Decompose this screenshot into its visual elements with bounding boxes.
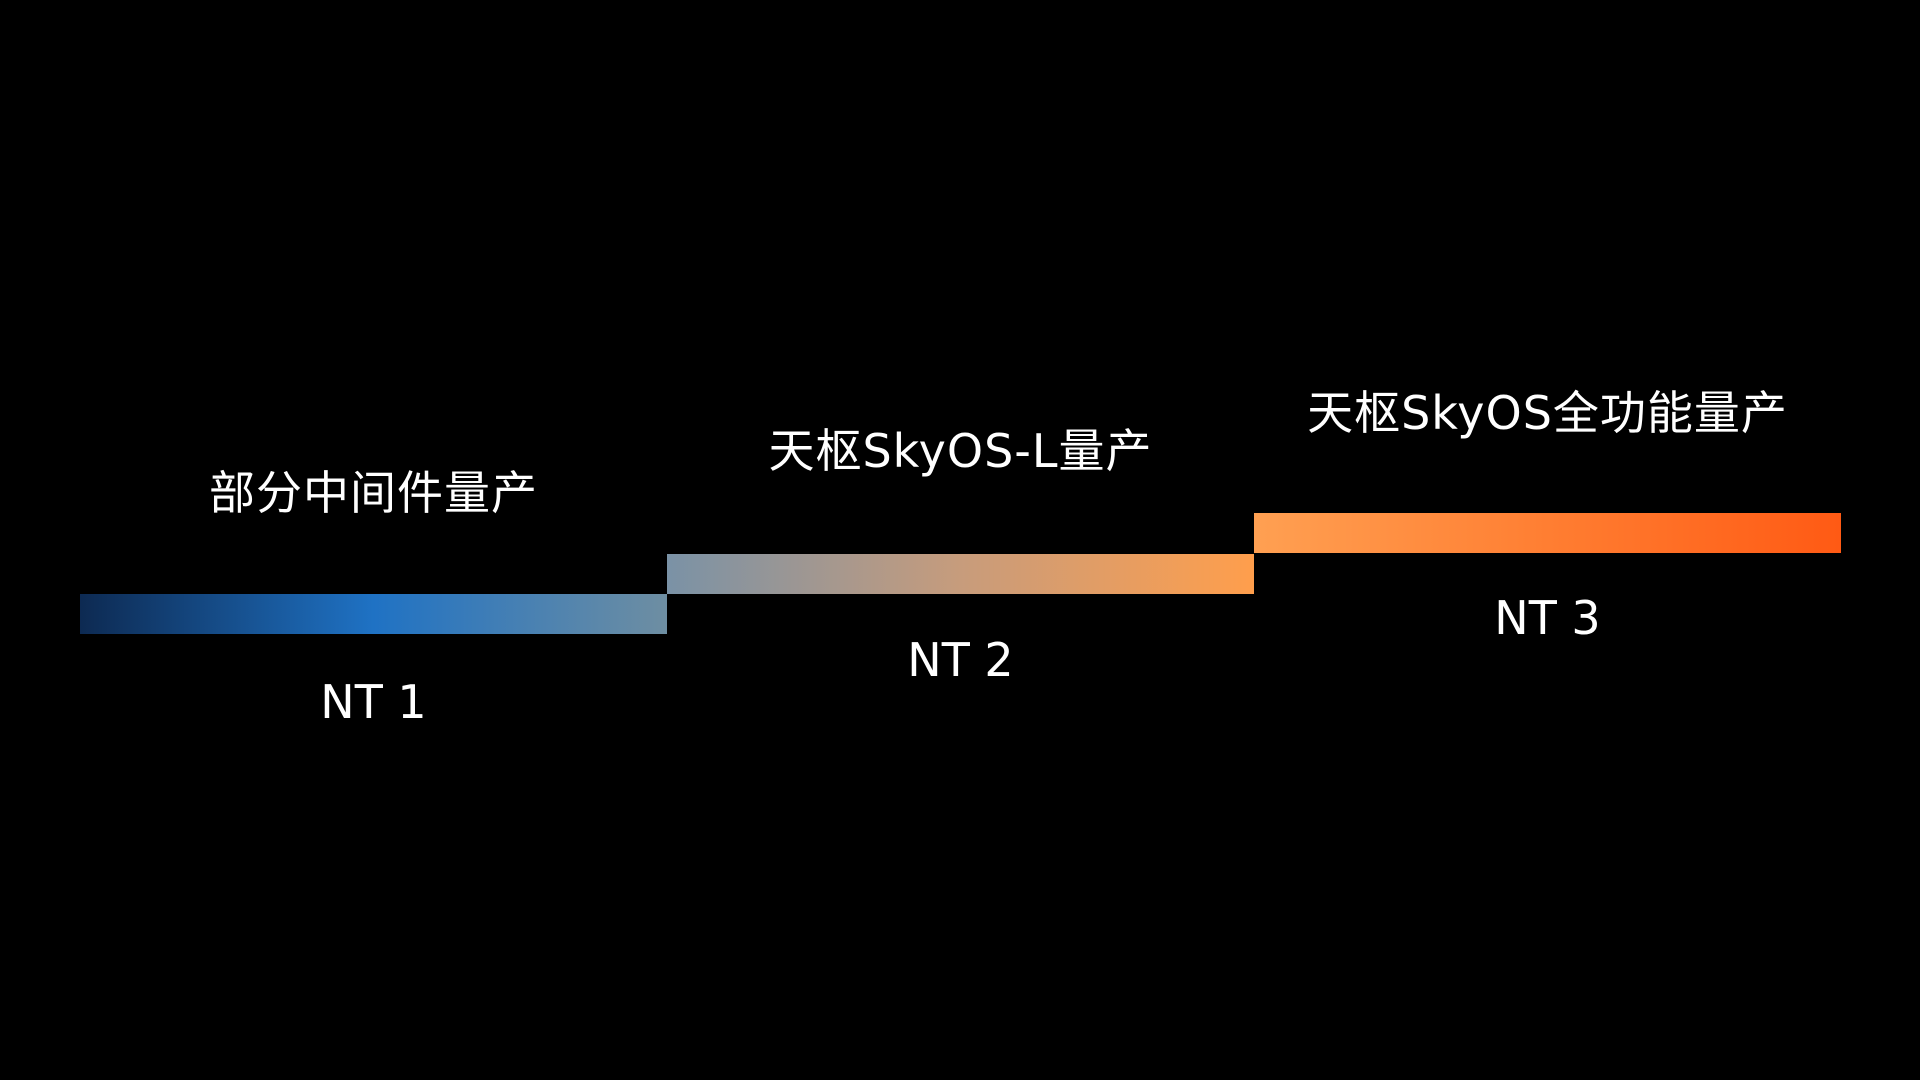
- stage-bar: [80, 594, 667, 634]
- stage-title: 天枢SkyOS-L量产: [768, 424, 1153, 478]
- stage-title: 部分中间件量产: [209, 466, 538, 520]
- stage-label: NT 1: [320, 675, 427, 729]
- stage-bar: [1254, 513, 1841, 553]
- stage-nt1: 部分中间件量产 NT 1: [80, 0, 667, 1080]
- stage-title: 天枢SkyOS全功能量产: [1307, 386, 1788, 440]
- stage-label: NT 3: [1494, 591, 1601, 645]
- stage-nt2: 天枢SkyOS-L量产 NT 2: [667, 0, 1254, 1080]
- stage-label: NT 2: [907, 633, 1014, 687]
- stage-nt3: 天枢SkyOS全功能量产 NT 3: [1254, 0, 1841, 1080]
- stage-bar: [667, 554, 1254, 594]
